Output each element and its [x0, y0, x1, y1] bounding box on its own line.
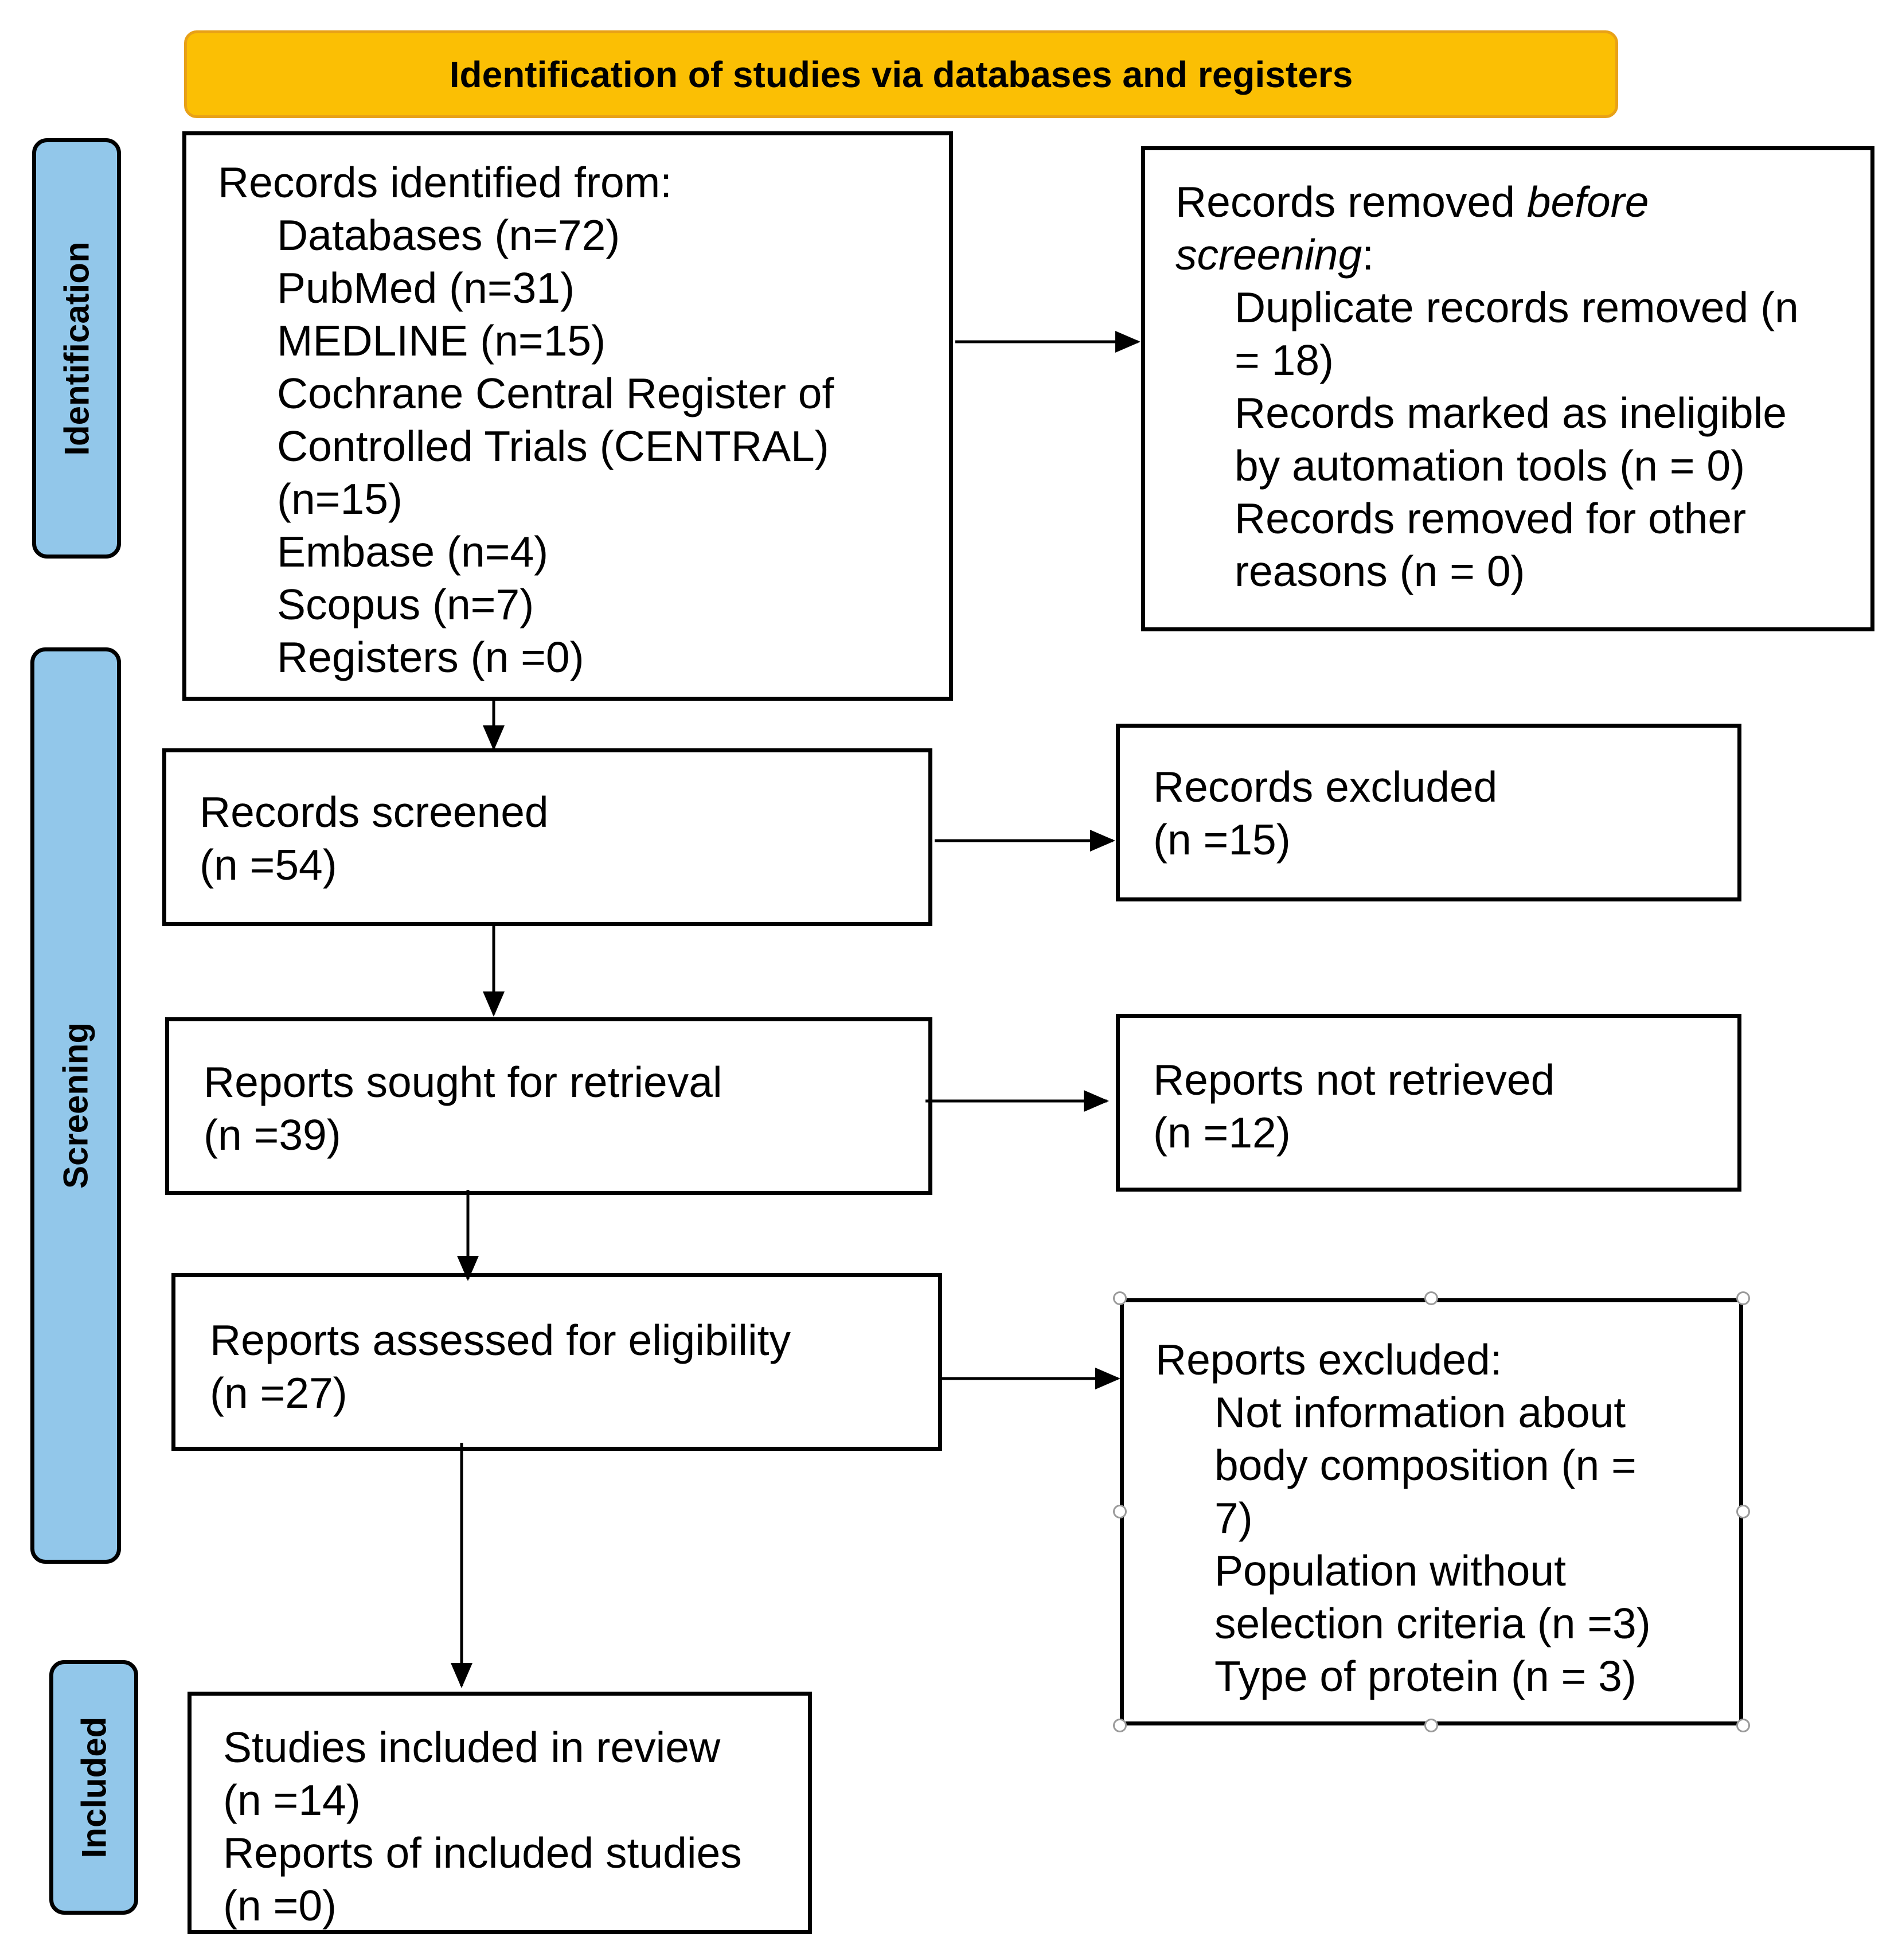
resize-handle-middle-left[interactable]: [1113, 1505, 1127, 1518]
ineligible-automation-line1: Records marked as ineligible: [1235, 389, 1787, 437]
source-registers: Registers (n =0): [277, 633, 584, 681]
reports-not-retrieved-count: (n =12): [1153, 1108, 1291, 1157]
studies-included-box: Studies included in review (n =14) Repor…: [188, 1692, 812, 1934]
reports-included-count: (n =0): [223, 1881, 337, 1930]
source-central-count: (n=15): [277, 475, 403, 523]
exclusion-protein-type: Type of protein (n = 3): [1214, 1652, 1637, 1700]
exclusion-body-composition-line3: 7): [1214, 1494, 1253, 1542]
source-embase: Embase (n=4): [277, 528, 549, 576]
source-scopus: Scopus (n=7): [277, 580, 534, 628]
phase-screening: Screening: [30, 647, 121, 1564]
phase-identification: Identification: [32, 138, 121, 559]
records-identified-heading: Records identified from:: [218, 158, 673, 206]
records-excluded-box: Records excluded (n =15): [1116, 724, 1741, 901]
records-screened-label: Records screened: [200, 788, 549, 836]
records-removed-heading-line2: screening:: [1175, 231, 1374, 279]
records-identified-box: Records identified from: Databases (n=72…: [182, 131, 953, 701]
reports-not-retrieved-box: Reports not retrieved (n =12): [1116, 1014, 1741, 1192]
duplicates-removed-line2: = 18): [1235, 336, 1334, 384]
ineligible-automation-line2: by automation tools (n = 0): [1235, 442, 1745, 490]
resize-handle-top-center[interactable]: [1424, 1291, 1438, 1305]
records-screened-box: Records screened (n =54): [162, 748, 932, 926]
source-pubmed: PubMed (n=31): [277, 264, 575, 312]
reports-assessed-label: Reports assessed for eligibility: [210, 1316, 791, 1364]
phase-included: Included: [49, 1660, 138, 1915]
exclusion-population-line1: Population without: [1214, 1547, 1566, 1595]
resize-handle-bottom-center[interactable]: [1424, 1719, 1438, 1732]
header-banner: Identification of studies via databases …: [184, 30, 1618, 118]
studies-included-count: (n =14): [223, 1776, 361, 1824]
reports-assessed-count: (n =27): [210, 1369, 347, 1417]
exclusion-body-composition-line2: body composition (n =: [1214, 1441, 1637, 1489]
removed-other-line1: Records removed for other: [1235, 494, 1747, 542]
resize-handle-top-left[interactable]: [1113, 1291, 1127, 1305]
reports-included-label: Reports of included studies: [223, 1829, 742, 1877]
reports-not-retrieved-label: Reports not retrieved: [1153, 1056, 1555, 1104]
source-databases: Databases (n=72): [277, 211, 620, 259]
records-screened-count: (n =54): [200, 841, 337, 889]
records-excluded-label: Records excluded: [1153, 763, 1498, 811]
records-excluded-count: (n =15): [1153, 815, 1291, 864]
reports-assessed-box: Reports assessed for eligibility (n =27): [171, 1273, 942, 1451]
records-removed-heading-line1: Records removed before: [1175, 178, 1649, 226]
source-medline: MEDLINE (n=15): [277, 317, 606, 365]
exclusion-body-composition-line1: Not information about: [1214, 1388, 1626, 1436]
header-title: Identification of studies via databases …: [449, 53, 1353, 95]
studies-included-label: Studies included in review: [223, 1723, 721, 1771]
resize-handle-middle-right[interactable]: [1736, 1505, 1750, 1518]
removed-other-line2: reasons (n = 0): [1235, 547, 1525, 595]
records-removed-box: Records removed before screening: Duplic…: [1141, 146, 1874, 631]
resize-handle-bottom-right[interactable]: [1736, 1719, 1750, 1732]
source-central-line1: Cochrane Central Register of: [277, 369, 834, 417]
source-central-line2: Controlled Trials (CENTRAL): [277, 422, 829, 470]
reports-sought-count: (n =39): [204, 1111, 341, 1159]
resize-handle-top-right[interactable]: [1736, 1291, 1750, 1305]
reports-sought-label: Reports sought for retrieval: [204, 1058, 722, 1106]
resize-handle-bottom-left[interactable]: [1113, 1719, 1127, 1732]
exclusion-population-line2: selection criteria (n =3): [1214, 1599, 1651, 1647]
duplicates-removed-line1: Duplicate records removed (n: [1235, 283, 1799, 331]
reports-excluded-heading: Reports excluded:: [1155, 1336, 1502, 1384]
reports-sought-box: Reports sought for retrieval (n =39): [165, 1017, 932, 1195]
